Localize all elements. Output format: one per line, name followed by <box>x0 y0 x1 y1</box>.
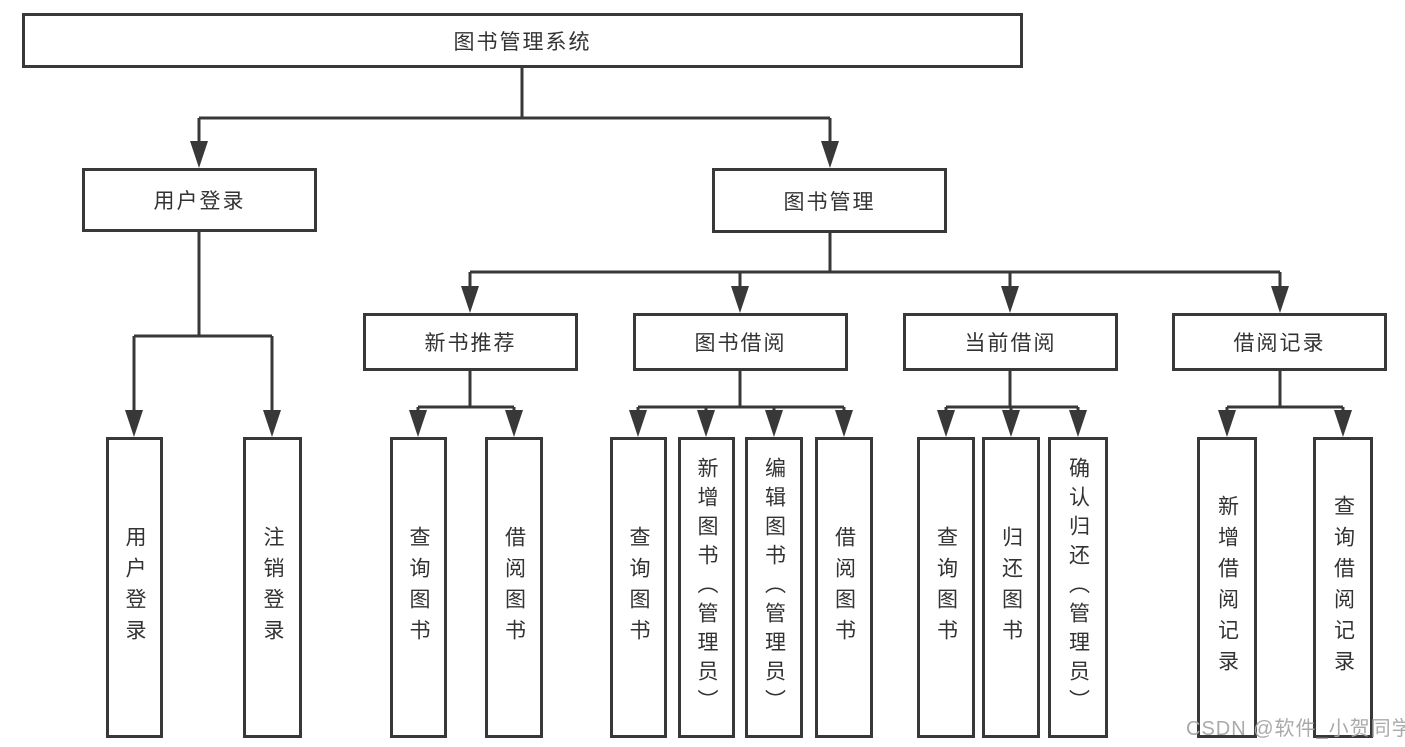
leaf-borrow-books-borrowing: 借阅图书 <box>815 437 873 738</box>
node-book-management: 图书管理 <box>712 168 947 233</box>
leaf-return-books: 归还图书 <box>982 437 1040 738</box>
leaf-query-books-current: 查询图书 <box>917 437 975 738</box>
node-library-system: 图书管理系统 <box>22 13 1023 68</box>
node-book-borrowing: 图书借阅 <box>633 313 848 371</box>
csdn-watermark: CSDN @软件_小贺同学 <box>1186 718 1405 740</box>
connector-book-borrow-children <box>636 371 846 411</box>
leaf-logout: 注销登录 <box>243 437 302 738</box>
connector-new-book-rec-children <box>416 371 516 411</box>
arrowheads-book-borrow <box>629 410 853 437</box>
connector-current-borrow-children <box>944 371 1080 411</box>
node-borrowing-records: 借阅记录 <box>1172 313 1387 371</box>
leaf-add-borrow-record: 新增借阅记录 <box>1197 437 1257 738</box>
connector-user-login-children <box>132 232 274 411</box>
connector-borrow-records-children <box>1225 371 1345 411</box>
leaf-user-login: 用户登录 <box>106 437 163 738</box>
connector-book-mgmt-children <box>468 233 1282 287</box>
leaf-query-borrow-record: 查询借阅记录 <box>1313 437 1373 738</box>
leaf-borrow-books-recommend: 借阅图书 <box>485 437 543 738</box>
arrowheads-user-login-children <box>125 410 281 437</box>
connector-root-to-level2 <box>197 66 832 142</box>
arrowheads-borrow-records <box>1218 410 1352 437</box>
leaf-query-books-recommend: 查询图书 <box>390 437 447 738</box>
arrowheads-level3 <box>461 286 1289 313</box>
node-current-borrowing: 当前借阅 <box>903 313 1118 371</box>
arrowheads-current-borrow <box>937 410 1087 437</box>
leaf-add-books-admin: 新增图书（管理员） <box>678 437 735 738</box>
arrowheads-level2 <box>190 141 839 168</box>
arrowheads-new-book-rec <box>409 410 523 437</box>
leaf-confirm-return-admin: 确认归还（管理员） <box>1048 437 1108 738</box>
leaf-query-books-borrowing: 查询图书 <box>610 437 667 738</box>
leaf-edit-books-admin: 编辑图书（管理员） <box>745 437 803 738</box>
node-new-book-recommend: 新书推荐 <box>363 313 578 371</box>
node-user-login: 用户登录 <box>82 168 317 232</box>
